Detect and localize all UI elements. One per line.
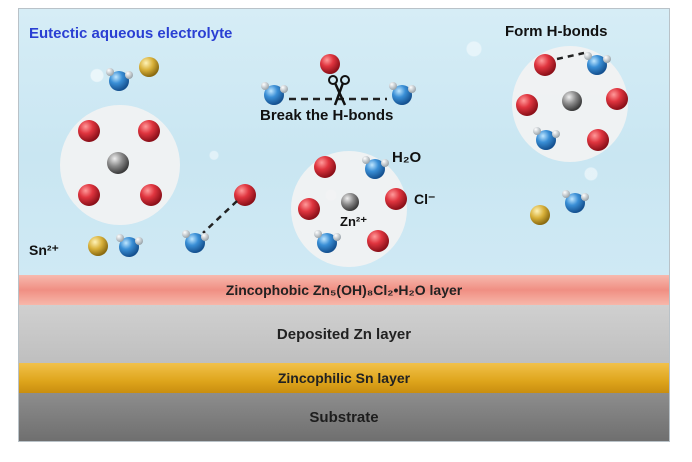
chloride-ion [320, 54, 340, 74]
water-molecule [261, 82, 288, 105]
water-molecule [182, 230, 209, 253]
zinc-ion-label: Zn²⁺ [340, 214, 368, 229]
break-hbonds-label: Break the H-bonds [260, 107, 394, 124]
deposited-zn-layer: Deposited Zn layer [19, 305, 669, 363]
scissors-icon [328, 75, 350, 106]
zinc-ion [107, 152, 129, 174]
chloride-ion [138, 120, 160, 142]
chloride-ion [78, 184, 100, 206]
tin-ion-label: Sn²⁺ [29, 242, 59, 258]
chloride-ion [587, 129, 609, 151]
water-molecule [116, 234, 143, 257]
diagram-title: Eutectic aqueous electrolyte [29, 25, 233, 42]
water-molecule [106, 68, 133, 91]
zincophilic-sn-layer: Zincophilic Sn layer [19, 363, 669, 393]
zinc-ion [341, 193, 359, 211]
chloride-ion [140, 184, 162, 206]
tin-ion [88, 236, 108, 256]
hbond-pair-left [182, 184, 256, 253]
form-hbonds-label: Form H-bonds [505, 23, 608, 40]
chloride-ion [234, 184, 256, 206]
electrolyte-scene [60, 46, 628, 267]
zn-cluster-left [78, 120, 162, 206]
form-hbonds-cluster [516, 51, 628, 151]
zinc-ion [562, 91, 582, 111]
water-molecule [562, 190, 589, 213]
chloride-ion [298, 198, 320, 220]
chloride-label: Cl⁻ [414, 191, 436, 207]
tin-ion [139, 57, 159, 77]
break-hbonds-group [261, 54, 416, 106]
water-label: H₂O [392, 149, 422, 166]
chloride-ion [78, 120, 100, 142]
zincophobic-layer: Zincophobic Zn₅(OH)₈Cl₂•H₂O layer [19, 275, 669, 305]
chloride-ion [367, 230, 389, 252]
chloride-ion [385, 188, 407, 210]
figure-frame: Eutectic aqueous electrolyte Break the H… [18, 8, 670, 442]
tin-ion [530, 205, 550, 225]
water-molecule [389, 82, 416, 105]
chloride-ion [314, 156, 336, 178]
chloride-ion [516, 94, 538, 116]
substrate-layer: Substrate [19, 393, 669, 441]
zn-cluster-center [298, 156, 407, 253]
chloride-ion [534, 54, 556, 76]
chloride-ion [606, 88, 628, 110]
